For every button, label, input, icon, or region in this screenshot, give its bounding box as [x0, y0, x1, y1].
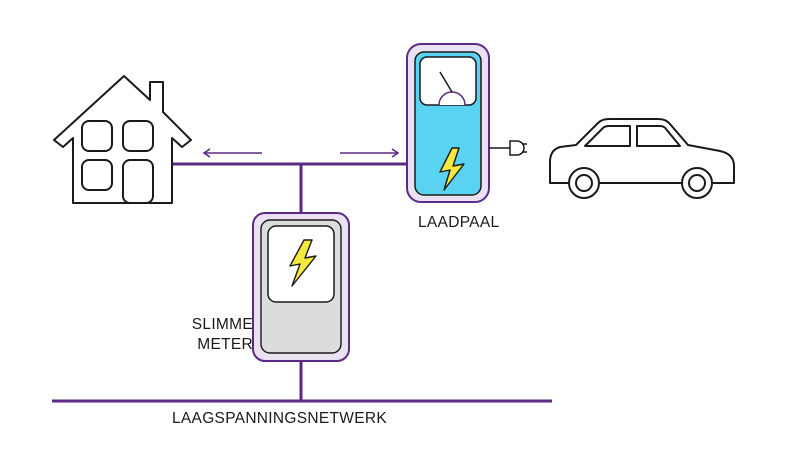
- car-icon: [549, 118, 735, 199]
- grid-label: LAAGSPANNINGSNETWERK: [172, 410, 387, 427]
- connection-lines: [52, 162, 552, 403]
- lightning-bolt-icon: [439, 147, 465, 191]
- smart-meter-label-line1: SLIMME: [191, 316, 253, 333]
- plug-icon: [489, 140, 527, 156]
- arrow-right-icon: [340, 148, 400, 158]
- smart-meter-icon: [252, 212, 350, 362]
- lightning-bolt-icon: [289, 239, 317, 287]
- arrow-left-icon: [202, 148, 262, 158]
- gauge-icon: [419, 56, 477, 106]
- charging-station-icon: [406, 43, 490, 203]
- smart-meter-label-line2: METER: [197, 336, 253, 353]
- charging-station-label: LAADPAAL: [418, 214, 500, 231]
- house-icon: [53, 75, 192, 204]
